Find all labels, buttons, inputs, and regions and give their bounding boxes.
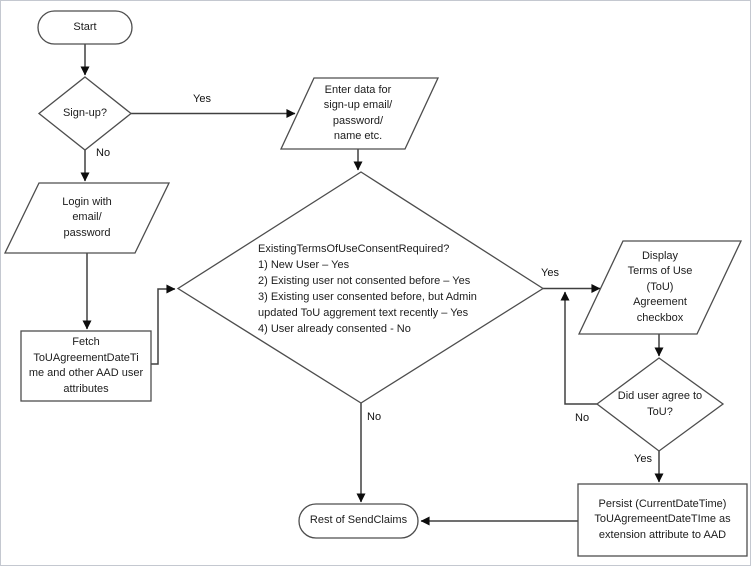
- rest-label: Rest of SendClaims: [309, 514, 408, 527]
- signup-yes-edge-label: Yes: [193, 93, 211, 105]
- consent-yes-edge-label: Yes: [541, 267, 559, 279]
- node-agreecheck-decision: [595, 357, 725, 452]
- node-consentcheck-decision: [176, 171, 545, 404]
- node-start-terminator: [37, 10, 133, 45]
- node-signup-decision: [37, 76, 133, 151]
- node-login-parallelogram: [3, 182, 171, 254]
- node-fetch-process: [20, 330, 152, 402]
- node-rest-terminator: [298, 503, 419, 539]
- start-label: Start: [73, 20, 97, 33]
- signup-no-edge-label: No: [96, 147, 111, 159]
- fetch-label: Fetch ToUAgreementDateTi me and other AA…: [28, 336, 144, 395]
- node-enterdata-parallelogram: [279, 77, 440, 150]
- display-tou-label: Display Terms of Use (ToU) Agreement che…: [627, 249, 693, 324]
- edge-fetch-to-consentcheck: [151, 284, 176, 365]
- edge-agree-no-loop-to-display: [560, 291, 597, 405]
- signup-label: Sign-up?: [62, 106, 108, 119]
- login-label: Login with email/ password: [62, 195, 112, 239]
- enterdata-label: Enter data for sign-up email/ password/ …: [323, 83, 393, 143]
- consentcheck-label: ExistingTermsOfUseConsentRequired? 1) Ne…: [258, 243, 477, 335]
- consent-no-edge-label: No: [367, 411, 382, 423]
- agree-yes-edge-label: Yes: [634, 453, 652, 465]
- node-display-parallelogram: [577, 240, 743, 335]
- node-persist-process: [577, 483, 748, 557]
- agree-no-edge-label: No: [575, 412, 590, 424]
- persist-label: Persist (CurrentDateTime) ToUAgremeentDa…: [594, 497, 731, 541]
- agreecheck-label: Did user agree to ToU?: [617, 390, 703, 418]
